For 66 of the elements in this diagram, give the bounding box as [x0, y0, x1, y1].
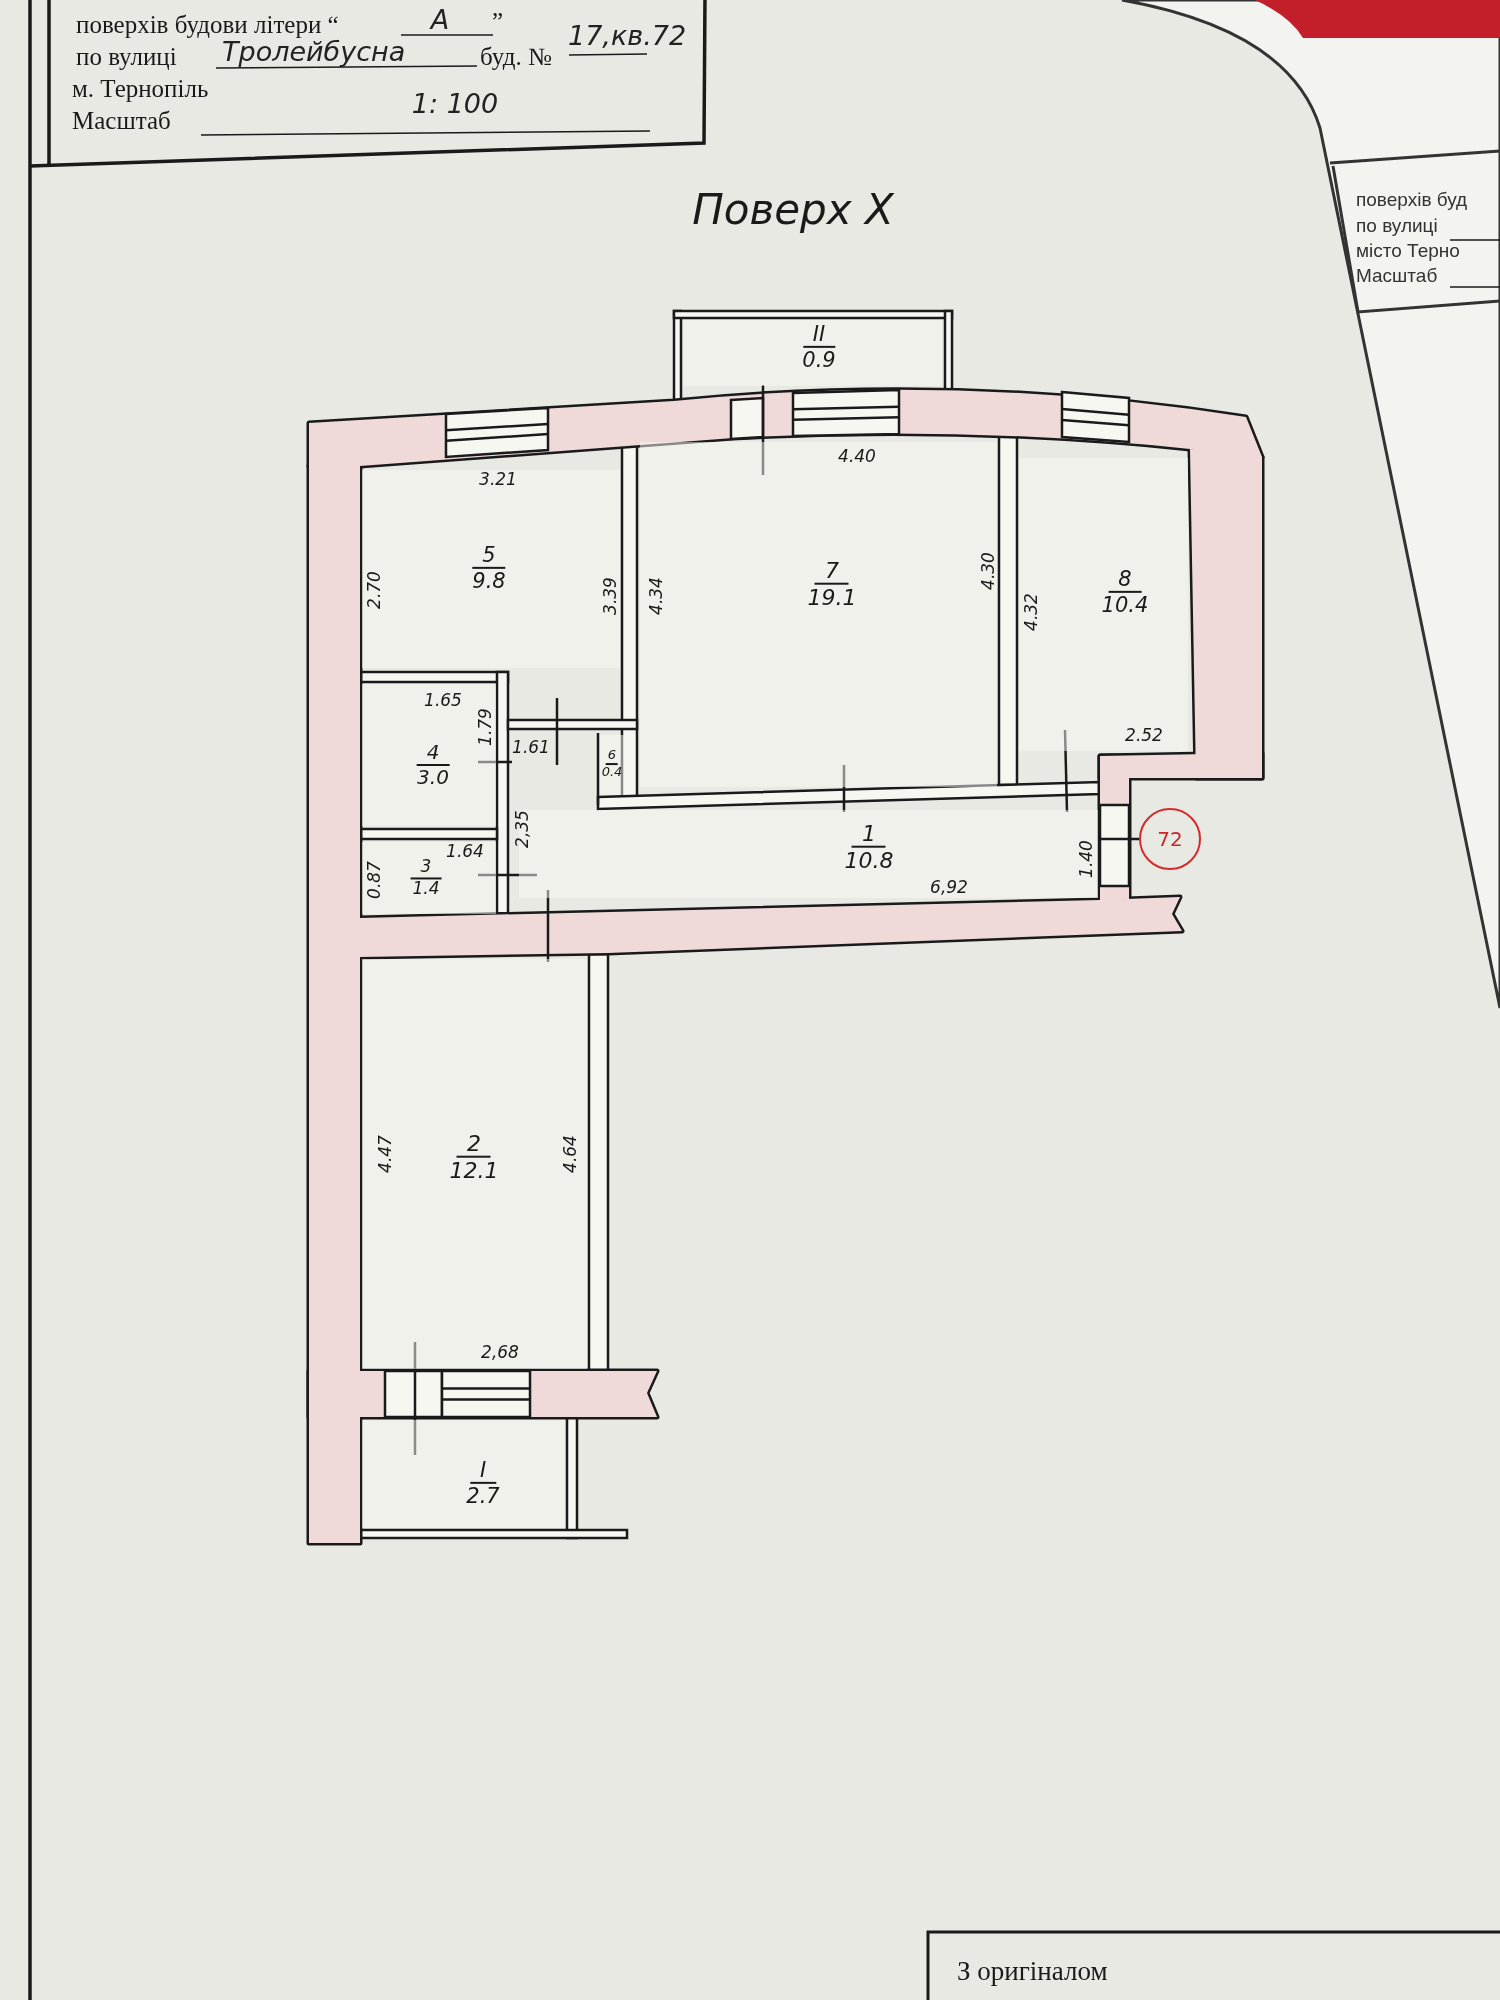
room-area-value: 3.0 [417, 766, 449, 789]
form-label: поверхів буд [1356, 189, 1468, 211]
room-number: 7 [815, 557, 849, 585]
room-number: 6 [605, 748, 619, 765]
room-number: I [469, 1457, 497, 1484]
dimension-label: 1.40 [1076, 840, 1096, 878]
room-number: 8 [1108, 566, 1142, 593]
dimension-label: 4.47 [375, 1135, 395, 1173]
room-number: II [802, 321, 836, 348]
room-area-value: 10.4 [1101, 593, 1149, 618]
dimension-label: 3.21 [479, 469, 517, 489]
room-number: 1 [852, 820, 886, 848]
dimension-label: 4.30 [978, 552, 998, 590]
room-area-value: 12.1 [449, 1158, 499, 1184]
dimension-label: 2,35 [512, 810, 532, 848]
dimension-label: 0.87 [364, 861, 384, 899]
room-number: 5 [472, 542, 506, 569]
room [362, 684, 496, 826]
room-area-value: 9.8 [472, 569, 506, 594]
room-area-value: 2.7 [466, 1484, 500, 1509]
dimension-label: 1.65 [424, 690, 462, 710]
room [683, 320, 942, 386]
leader-line [1098, 837, 1139, 841]
form-label: Масштаб [1356, 265, 1438, 287]
dimension-label: 1.64 [446, 841, 484, 861]
room [640, 442, 997, 787]
dimension-label: 4.40 [838, 446, 876, 466]
form-label: місто Терно [1356, 240, 1460, 262]
handwritten-entry: Тролейбусна [222, 37, 406, 67]
form-label: по вулиці [76, 43, 177, 71]
room-area-value: 10.8 [844, 848, 894, 874]
room [362, 842, 496, 914]
dimension-label: 3.39 [600, 577, 620, 615]
dimension-label: 1.61 [512, 737, 550, 757]
room-number: 4 [416, 741, 450, 766]
dimension-label: 2.70 [364, 571, 384, 609]
dimension-label: 6,92 [930, 877, 968, 897]
form-label: по вулиці [1356, 215, 1438, 237]
room [362, 1420, 565, 1528]
handwritten-entry: 1: 100 [411, 89, 499, 119]
room-number: 2 [457, 1130, 491, 1158]
handwritten-entry: 17,кв.72 [568, 21, 687, 51]
form-label: ” [492, 8, 504, 36]
form-label: м. Тернопіль [72, 75, 209, 103]
dimension-label: 1.79 [475, 708, 495, 746]
dimension-label: 2.52 [1125, 725, 1163, 745]
form-label: Масштаб [72, 107, 171, 135]
room [1019, 458, 1188, 751]
form-label: буд. № [480, 43, 552, 71]
form-label: поверхів будови літери “ [76, 11, 339, 39]
dimension-label: 4.34 [646, 577, 666, 615]
room-area-value: 19.1 [807, 585, 857, 611]
room-area-value: 0.9 [802, 348, 836, 373]
handwritten-entry: А [430, 5, 450, 35]
dimension-label: 2,68 [481, 1342, 519, 1362]
dimension-label: 4.64 [560, 1135, 580, 1173]
room-area-value: 0.4 [601, 765, 623, 780]
room [600, 735, 624, 795]
room [362, 470, 620, 668]
dimension-label: 4.32 [1021, 593, 1041, 631]
room [362, 959, 587, 1369]
room-number: 3 [410, 857, 442, 879]
room-area-value: 1.4 [412, 879, 440, 899]
stamp-text: З оригіналом [957, 1957, 1108, 1987]
floor-title: Поверх X [692, 186, 894, 234]
apartment-number-circle: 72 [1139, 808, 1201, 870]
